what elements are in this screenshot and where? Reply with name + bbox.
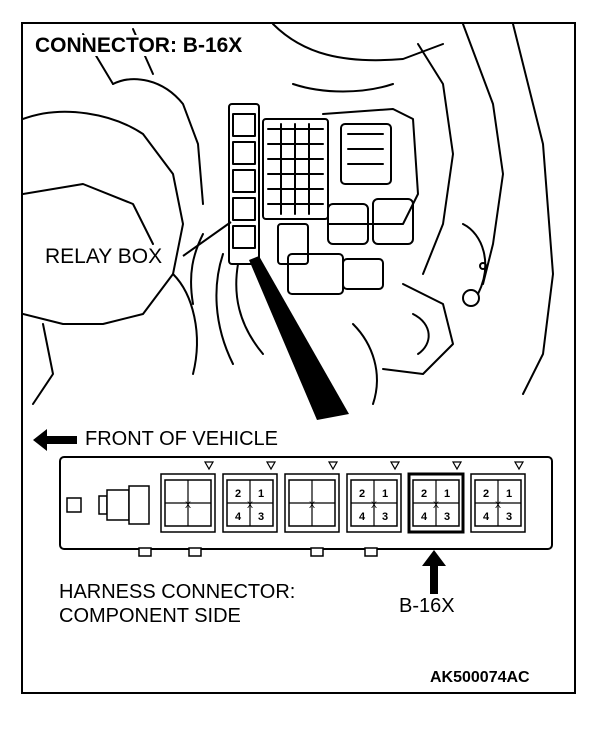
blank-mark: X: [433, 500, 439, 510]
connector-callout-label: B-16X: [399, 595, 455, 617]
relay-socket: X2 1 4 3: [222, 461, 278, 533]
pin-number: 4: [359, 511, 366, 523]
pin-number: 2: [235, 488, 241, 500]
pin-number: 2: [421, 488, 427, 500]
page-title: CONNECTOR: B-16X: [33, 34, 245, 57]
pin-number: 2: [483, 488, 489, 500]
relay-socket: X: [160, 461, 216, 533]
pin-number: 1: [506, 488, 512, 500]
triangle-marker-icon: [513, 461, 525, 471]
pin-number: 3: [382, 511, 388, 523]
triangle-marker-icon: [451, 461, 463, 471]
diagram-frame: CONNECTOR: B-16X RELAY BOX FRONT OF VEHI…: [21, 22, 576, 694]
triangle-marker-icon: [327, 461, 339, 471]
pin-number: 2: [359, 488, 365, 500]
triangle-marker-icon: [265, 461, 277, 471]
harness-connector-label: HARNESS CONNECTOR:: [59, 581, 296, 603]
relay-socket: X2 1 4 3: [346, 461, 402, 533]
pin-number: 1: [258, 488, 264, 500]
blank-mark: X: [495, 500, 501, 510]
pin-number: 3: [444, 511, 450, 523]
pin-number: 4: [421, 511, 428, 523]
pin-number: 3: [258, 511, 264, 523]
blank-mark: X: [247, 500, 253, 510]
relay-socket: X2 1 4 3: [470, 461, 526, 533]
pin-number: 3: [506, 511, 512, 523]
figure-code: AK500074AC: [430, 669, 530, 686]
front-of-vehicle-label: FRONT OF VEHICLE: [85, 428, 278, 450]
blank-mark: X: [371, 500, 377, 510]
relay-socket: X: [284, 461, 340, 533]
pin-number: 1: [382, 488, 388, 500]
pin-number: 4: [483, 511, 490, 523]
blank-mark: X: [185, 500, 191, 510]
pin-number: 4: [235, 511, 242, 523]
triangle-marker-icon: [203, 461, 215, 471]
connector-b-16x: X2 1 4 3: [407, 461, 465, 534]
pin-number: 1: [444, 488, 450, 500]
component-side-label: COMPONENT SIDE: [59, 605, 241, 627]
arrow-up-icon: [422, 550, 446, 594]
arrow-left-icon: [33, 429, 77, 451]
relay-box-label: RELAY BOX: [45, 245, 163, 268]
triangle-marker-icon: [389, 461, 401, 471]
blank-mark: X: [309, 500, 315, 510]
relay-box-illustration: [23, 24, 554, 420]
